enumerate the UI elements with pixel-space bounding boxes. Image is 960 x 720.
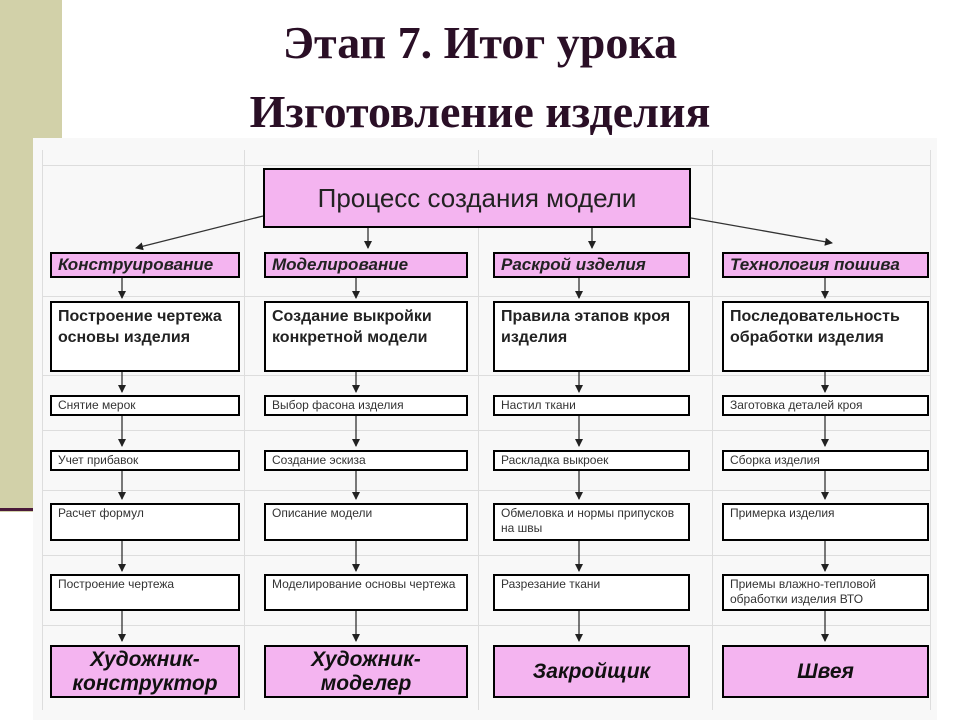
substep-box: Учет прибавок (50, 450, 240, 471)
substep-box: Создание эскиза (264, 450, 468, 471)
step-box-tech: Последовательность обработки изделия (722, 301, 929, 372)
grid-line (42, 430, 930, 431)
substep-box: Расчет формул (50, 503, 240, 541)
arrow-root-tech (690, 217, 833, 246)
slide-subtitle: Изготовление изделия (249, 86, 711, 137)
side-rule (0, 508, 62, 511)
grid-line (42, 375, 930, 376)
column-header-cut: Раскрой изделия (493, 252, 690, 278)
grid-line (42, 296, 930, 297)
grid-line (930, 150, 931, 710)
grid-line (42, 555, 930, 556)
substep-box: Примерка изделия (722, 503, 929, 541)
substep-box: Раскладка выкроек (493, 450, 690, 471)
column-header-model: Моделирование (264, 252, 468, 278)
substep-box: Описание модели (264, 503, 468, 541)
step-box-model: Создание выкройки конкретной модели (264, 301, 468, 372)
column-header-tech: Технология пошива (722, 252, 929, 278)
profession-box-model: Художник-моделер (264, 645, 468, 698)
substep-box: Построение чертежа (50, 574, 240, 611)
column-arrows (118, 278, 829, 642)
step-box-cut: Правила этапов кроя изделия (493, 301, 690, 372)
step-box-construct: Построение чертежа основы изделия (50, 301, 240, 372)
profession-box-construct: Художник-конструктор (50, 645, 240, 698)
substep-box: Снятие мерок (50, 395, 240, 416)
grid-line (42, 165, 930, 166)
substep-box: Заготовка деталей кроя (722, 395, 929, 416)
substep-box: Разрезание ткани (493, 574, 690, 611)
substep-box: Настил ткани (493, 395, 690, 416)
substep-box: Приемы влажно-тепловой обработки изделия… (722, 574, 929, 611)
substep-box: Моделирование основы чертежа (264, 574, 468, 611)
profession-box-tech: Швея (722, 645, 929, 698)
grid-line (42, 625, 930, 626)
slide-title: Этап 7. Итог урока (282, 17, 678, 68)
column-header-construct: Конструирование (50, 252, 240, 278)
arrow-root-construct (135, 215, 264, 251)
grid-line (42, 490, 930, 491)
root-node: Процесс создания модели (263, 168, 691, 228)
substep-box: Обмеловка и нормы припусков на швы (493, 503, 690, 541)
substep-box: Выбор фасона изделия (264, 395, 468, 416)
substep-box: Сборка изделия (722, 450, 929, 471)
profession-box-cut: Закройщик (493, 645, 690, 698)
